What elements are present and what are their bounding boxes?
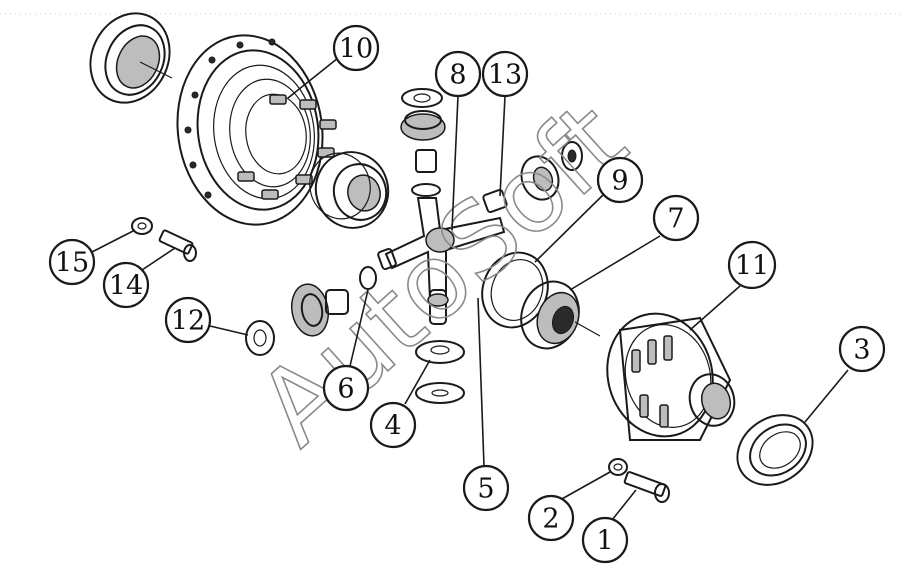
callout-4: 4 [369,401,417,449]
part-nut-2 [608,458,628,476]
callout-label-12: 12 [171,306,205,337]
leader-line-6 [349,289,369,367]
callout-label-1: 1 [596,526,613,557]
leader-line-3 [804,369,849,423]
callout-2: 2 [527,494,575,542]
part-differential-case [606,312,736,441]
callout-label-2: 2 [542,504,559,535]
part-right-pinion [482,141,583,214]
part-oil-seal-right [736,414,814,486]
part-tapered-bearing-left [309,151,390,229]
part-oil-seal-left [89,12,173,104]
callout-10: 10 [332,24,380,72]
leader-line-12 [209,325,249,336]
callout-label-10: 10 [339,34,373,65]
callout-label-3: 3 [853,335,870,366]
part-ring-gear [176,34,337,226]
callout-group: 10 8 13 9 7 11 [48,24,886,564]
part-side-gear [520,280,601,350]
leader-line-5 [477,297,485,467]
callout-label-5: 5 [477,474,494,505]
part-washer-12 [245,320,275,356]
callout-label-11: 11 [735,251,769,282]
callout-label-14: 14 [109,271,143,302]
part-left-side-gear [290,266,377,337]
callout-12: 12 [164,296,212,344]
callout-14: 14 [102,261,150,309]
leader-line-14 [141,247,176,271]
leader-line-4 [404,359,431,405]
leader-line-9 [534,193,605,263]
leader-line-13 [499,95,506,197]
callout-11: 11 [727,240,777,290]
leader-line-7 [569,235,661,291]
part-lower-washers [415,340,465,404]
callout-label-13: 13 [488,60,522,91]
callout-label-8: 8 [449,60,466,91]
part-upper-pinion-stack [400,88,446,197]
callout-1: 1 [581,516,629,564]
callout-6: 6 [322,364,370,412]
callout-7: 7 [652,194,700,242]
callout-5: 5 [462,464,510,512]
part-washer-15 [131,217,153,235]
part-bolt-14 [158,229,197,262]
callout-9: 9 [596,156,644,204]
leader-line-11 [689,285,741,331]
leader-line-2 [559,471,611,501]
callout-label-15: 15 [55,248,89,279]
leader-line-10 [287,57,339,99]
callout-8: 8 [434,50,482,98]
part-spider-cross [377,197,506,325]
leader-line-1 [611,489,637,521]
callout-label-6: 6 [337,374,354,405]
autosoft-watermark: AutoSoft [235,79,649,469]
callout-13: 13 [481,50,529,98]
leader-line-8 [451,95,459,231]
callout-label-9: 9 [611,166,628,197]
callout-15: 15 [48,238,96,286]
leader-line-15 [91,229,136,253]
part-bolt-1 [623,471,670,503]
callout-label-4: 4 [384,411,401,442]
callout-3: 3 [838,325,886,373]
callout-label-7: 7 [667,204,684,235]
